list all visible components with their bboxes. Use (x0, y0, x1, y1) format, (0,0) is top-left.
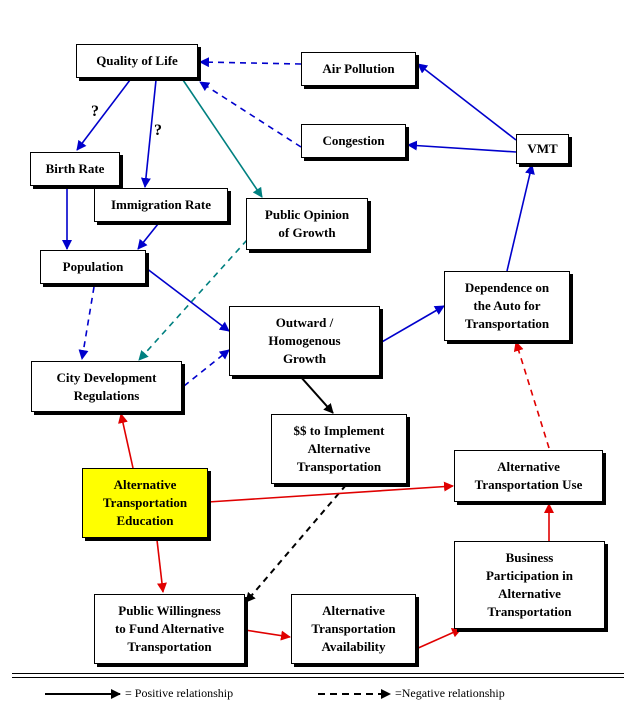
edge-congestion-to-quality (199, 81, 302, 148)
edge-availability-to-business (415, 628, 462, 650)
edge-quality-to-birth (76, 79, 131, 151)
node-public-willingness-to-fund: Public Willingness to Fund Alternative T… (94, 594, 245, 664)
edge-willingness-to-availability (244, 629, 291, 641)
node-outward-homogenous-growth: Outward / Homogenous Growth (229, 306, 380, 376)
question-mark-birth-rate: ? (91, 103, 99, 120)
node-alternative-transportation-use: Alternative Transportation Use (454, 450, 603, 502)
edge-opinion-to-citydev (138, 239, 248, 361)
question-mark-immigration-rate: ? (154, 122, 162, 139)
edge-quality-to-immigration (140, 79, 157, 188)
edge-population-to-outward (145, 267, 230, 332)
edge-population-to-citydev (78, 286, 95, 360)
edge-vmt-to-air (417, 63, 517, 141)
legend-negative-label: =Negative relationship (395, 686, 505, 700)
node-vmt: VMT (516, 134, 569, 164)
edge-outward-to-dependence (379, 305, 445, 344)
node-population: Population (40, 250, 146, 284)
edge-dependence-to-vmt (506, 164, 535, 272)
node-air-pollution: Air Pollution (301, 52, 416, 86)
edge-vmt-to-congestion (407, 140, 517, 153)
legend-divider-bottom (12, 677, 624, 678)
legend-positive-label: = Positive relationship (125, 686, 234, 700)
node-funds-to-implement: $$ to Implement Alternative Transportati… (271, 414, 407, 484)
edge-education-to-citydev (118, 413, 134, 469)
node-dependence-on-auto: Dependence on the Auto for Transportatio… (444, 271, 570, 341)
node-quality-of-life: Quality of Life (76, 44, 198, 78)
node-immigration-rate: Immigration Rate (94, 188, 228, 222)
node-alternative-transportation-education: Alternative Transportation Education (82, 468, 208, 538)
edge-citydev-to-outward (183, 349, 230, 387)
edge-education-to-altuse (207, 481, 454, 503)
edge-education-to-willingness (156, 539, 167, 593)
node-public-opinion-of-growth: Public Opinion of Growth (246, 198, 368, 250)
node-city-development-regulations: City Development Regulations (31, 361, 182, 412)
node-birth-rate: Birth Rate (30, 152, 120, 186)
legend-divider-top (12, 673, 624, 674)
edge-air-to-quality (199, 57, 302, 68)
edge-outward-to-funds (299, 375, 334, 414)
node-business-participation: Business Participation in Alternative Tr… (454, 541, 605, 629)
edge-funds-to-willingness (245, 484, 347, 603)
node-congestion: Congestion (301, 124, 406, 158)
edge-quality-to-opinion (182, 79, 263, 198)
edge-immigration-to-population (137, 223, 159, 250)
node-alternative-transportation-availability: Alternative Transportation Availability (291, 594, 416, 664)
edge-altuse-to-dependence (513, 341, 550, 449)
